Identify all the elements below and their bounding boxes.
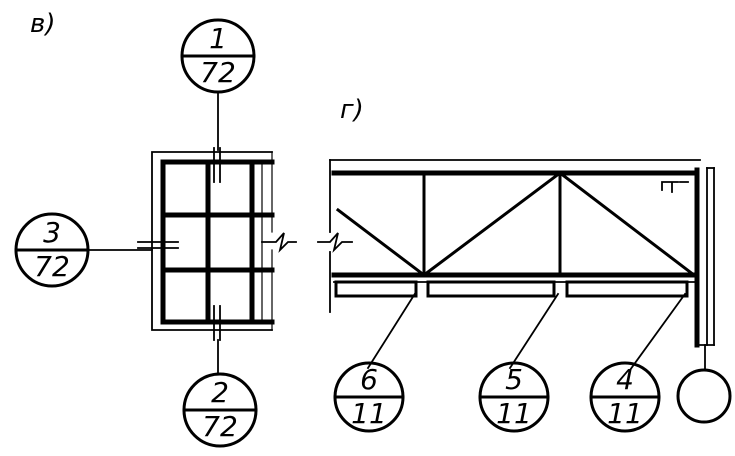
callout-4: 4 11 [589,361,661,433]
callout-column-empty [676,368,732,424]
callout-2: 2 72 [182,372,258,448]
callout-1: 1 72 [180,18,256,94]
callout-3: 3 72 [14,212,90,288]
callout-6-top: 6 [360,363,378,396]
truss-elevation [317,159,715,348]
callout-3-bottom: 72 [34,250,70,283]
callout-2-bottom: 72 [202,410,238,443]
view-label-v: в) [30,9,55,39]
callout-4-top: 4 [616,363,634,396]
view-label-g: г) [340,95,364,125]
callout-6: 6 11 [333,361,405,433]
callout-6-bottom: 11 [351,397,387,430]
callout-5-bottom: 11 [496,397,532,430]
plan-grid [137,147,297,341]
callout-4-bottom: 11 [607,397,643,430]
callout-5: 5 11 [478,361,550,433]
callout-5-top: 5 [505,363,523,396]
callout-3-top: 3 [43,216,61,249]
callout-1-bottom: 72 [200,56,236,89]
callout-1-top: 1 [209,22,227,55]
callout-2-top: 2 [211,376,229,409]
